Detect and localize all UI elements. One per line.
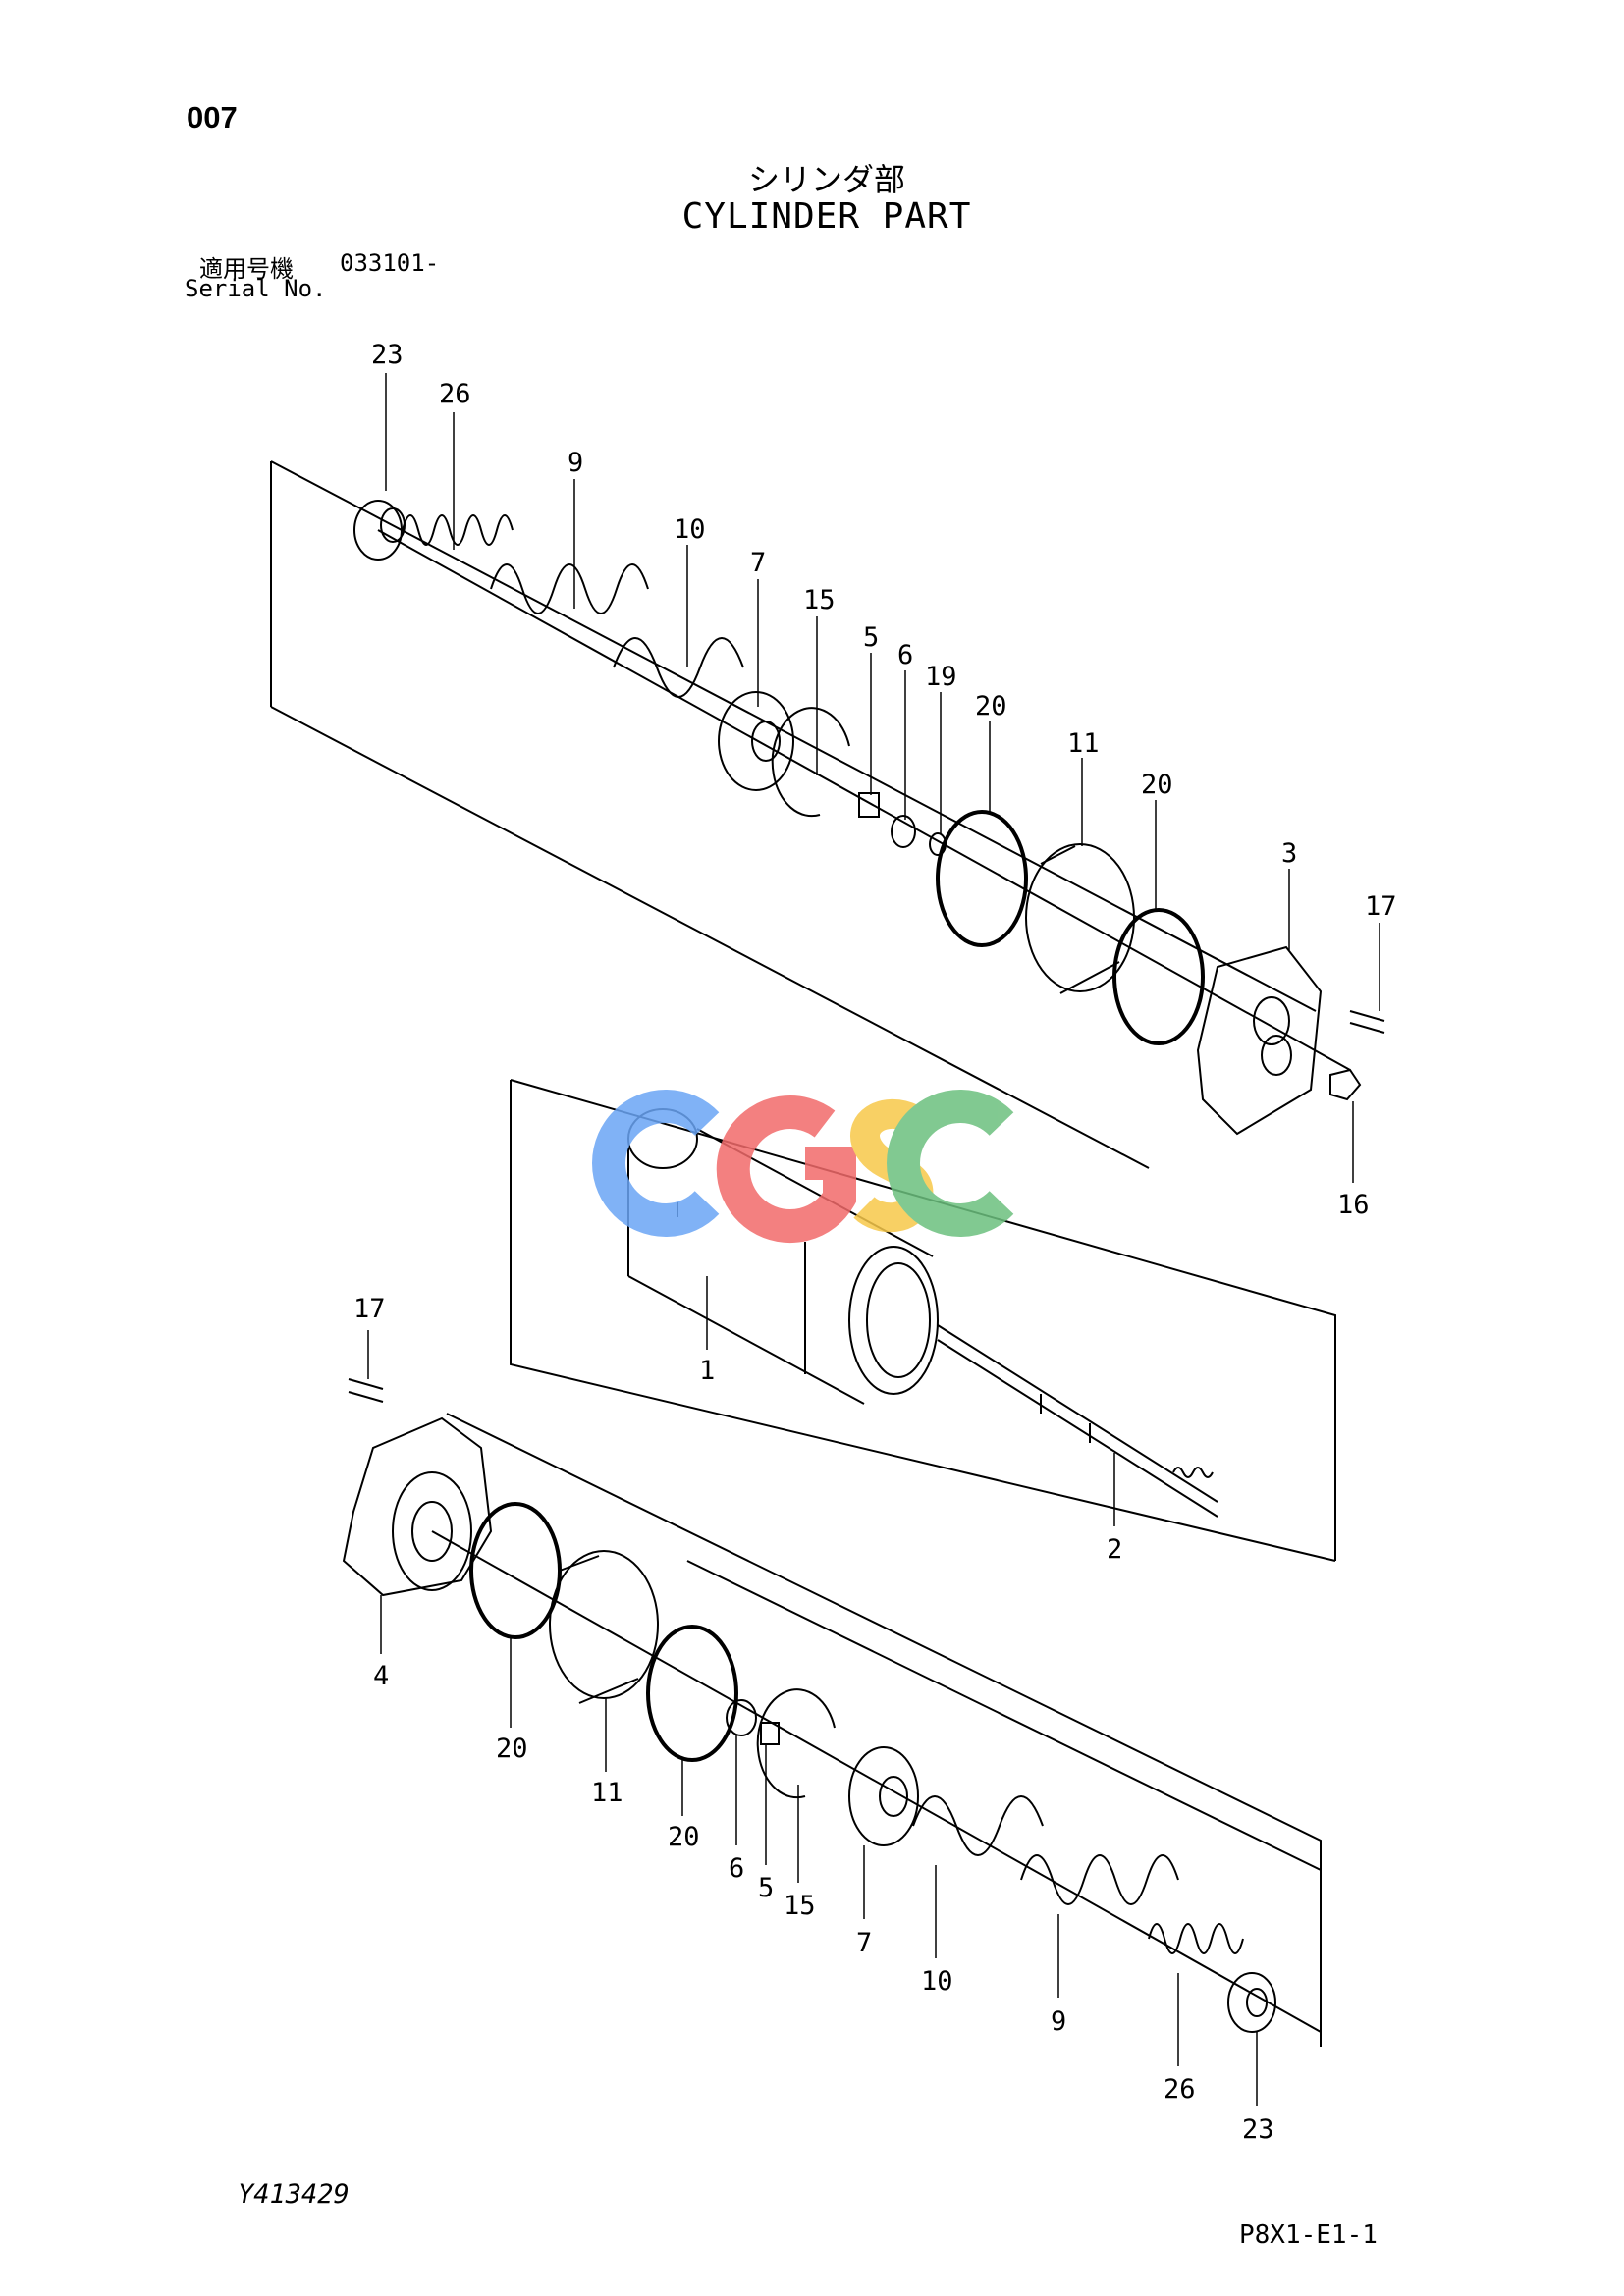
callout-top-19: 19 [925,662,957,692]
serial-label-japanese: 適用号機 [199,255,294,283]
callout-bottom-20b: 20 [668,1822,700,1852]
callout-top-15: 15 [803,585,836,615]
title-japanese: シリンダ部 [747,161,905,198]
bottom-assembly [342,1378,1322,2033]
serial-label: Serial No. [185,275,327,302]
callout-bottom-15: 15 [784,1891,816,1921]
callout-top-11: 11 [1067,728,1100,759]
page-title: CYLINDER PART [681,196,972,237]
callouts: 23 26 9 10 7 15 5 6 19 20 11 20 3 17 16 … [353,340,1397,2145]
watermark-logo [592,1090,1014,1244]
top-assembly-frame [270,460,1317,1169]
callout-bottom-26: 26 [1164,2074,1196,2105]
callout-bottom-7: 7 [856,1928,872,1958]
callout-bottom-11: 11 [591,1778,623,1808]
callout-top-16: 16 [1337,1190,1370,1220]
callout-top-17: 17 [1365,891,1397,922]
middle-assembly-frame [510,1079,1336,1562]
callout-top-20a: 20 [975,691,1007,721]
callout-middle-1: 1 [699,1356,715,1386]
callout-bottom-20a: 20 [496,1734,528,1764]
callout-bottom-10: 10 [921,1966,953,1997]
callout-bottom-4: 4 [373,1661,389,1691]
callout-top-26: 26 [439,379,471,409]
callout-middle-2: 2 [1107,1534,1122,1565]
callout-bottom-17: 17 [353,1294,386,1324]
callout-bottom-23: 23 [1242,2114,1274,2145]
callout-top-3: 3 [1281,838,1297,869]
callout-top-5: 5 [863,622,879,653]
callout-bottom-9: 9 [1051,2006,1066,2037]
leader-lines [367,373,1380,2106]
callout-top-20b: 20 [1141,770,1173,800]
drawing-number: Y413429 [238,2179,350,2210]
serial-range: 033101- [340,249,440,277]
callout-bottom-5: 5 [758,1873,774,1903]
callout-top-9: 9 [568,448,583,478]
callout-bottom-6: 6 [729,1853,744,1884]
callout-top-10: 10 [674,514,706,545]
callout-top-7: 7 [750,548,766,578]
bottom-assembly-frame [446,1413,1322,2047]
callout-top-23: 23 [371,340,404,370]
callout-top-6: 6 [897,640,913,670]
page-code: P8X1-E1-1 [1239,2220,1378,2250]
page-number: 007 [187,100,238,134]
top-assembly [353,500,1385,1136]
